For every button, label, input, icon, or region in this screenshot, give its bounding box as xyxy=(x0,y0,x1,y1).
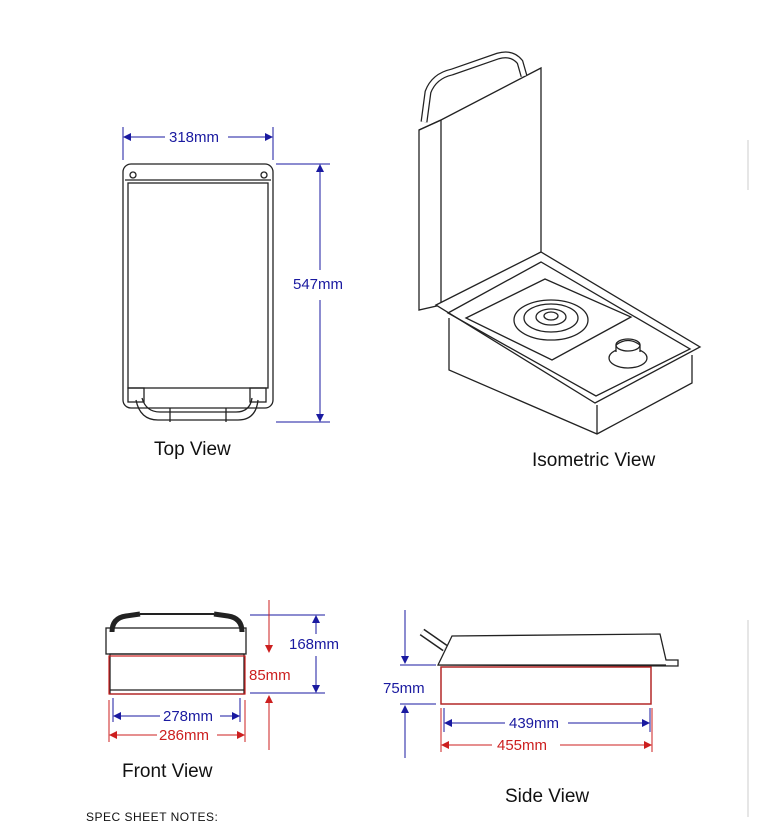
top-width-dimension xyxy=(122,127,274,160)
top-width-label: 318mm xyxy=(169,129,220,146)
front-cutout-outline xyxy=(108,655,246,695)
side-view-title: Side View xyxy=(505,786,590,807)
top-view-title: Top View xyxy=(154,439,231,460)
front-outer-width-dimension xyxy=(108,700,246,742)
front-outer-width-label: 286mm xyxy=(159,727,210,744)
side-body-height-dimension xyxy=(400,610,436,758)
side-inner-length-label: 439mm xyxy=(509,715,560,732)
side-inner-length-dimension xyxy=(443,708,651,732)
spec-sheet-notes-heading: SPEC SHEET NOTES: xyxy=(86,810,219,824)
front-view-drawing xyxy=(105,611,247,695)
front-inner-width-dimension xyxy=(112,698,241,722)
front-inner-width-label: 278mm xyxy=(163,708,214,725)
front-height-dimension xyxy=(250,614,325,694)
top-view-drawing xyxy=(122,163,274,422)
front-view-title: Front View xyxy=(122,761,213,782)
front-height-label: 168mm xyxy=(289,636,340,653)
isometric-view-title: Isometric View xyxy=(532,450,656,471)
side-outer-length-label: 455mm xyxy=(497,737,548,754)
side-body-height-label: 75mm xyxy=(383,680,425,697)
isometric-view-drawing xyxy=(418,51,702,435)
side-cutout-outline xyxy=(440,666,652,705)
top-depth-dimension xyxy=(276,163,330,423)
side-outer-length-dimension xyxy=(440,708,653,752)
front-body-height-label: 85mm xyxy=(249,667,291,684)
top-depth-label: 547mm xyxy=(293,276,344,293)
side-view-drawing xyxy=(419,628,679,705)
